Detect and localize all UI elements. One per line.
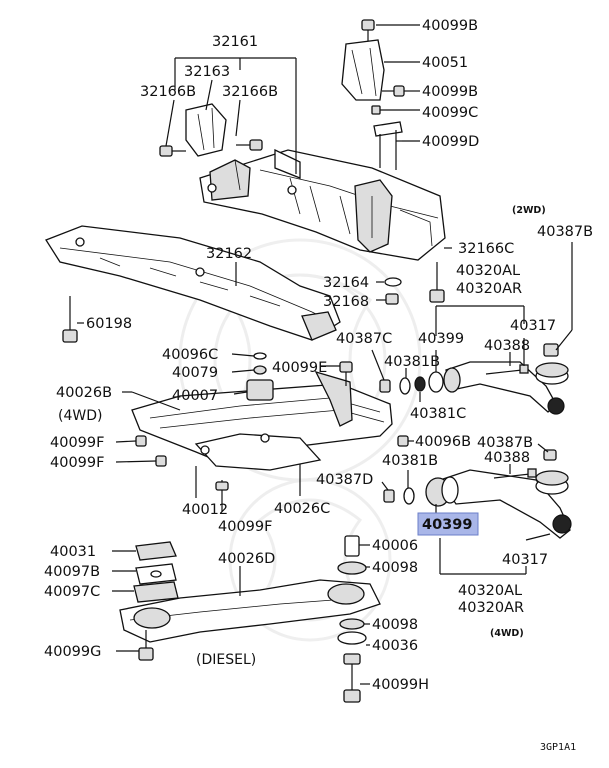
lower-arm-40317-bottom-drawing: [425, 449, 572, 539]
part-labels: 32161 32163 32166B 32166B 40099B 40051 4…: [44, 18, 593, 753]
hardware-40387D-40381B-drawing: [383, 435, 415, 505]
crossmember-40026-4wd-drawing: [131, 370, 393, 471]
label-40099E: 40099E: [272, 360, 327, 376]
bolt-32166B-drawing: [159, 139, 263, 157]
label-40096B: 40096B: [415, 434, 471, 450]
label-40387B-top: 40387B: [537, 224, 593, 240]
label-40320AR-top: 40320AR: [456, 281, 522, 297]
note-4wd-left: (4WD): [58, 408, 102, 424]
label-32161: 32161: [212, 34, 258, 50]
label-40099H: 40099H: [372, 677, 429, 693]
label-40387D: 40387D: [316, 472, 373, 488]
label-32162: 32162: [206, 246, 252, 262]
label-40317-top: 40317: [510, 318, 556, 334]
label-40320AR-bottom: 40320AR: [458, 600, 524, 616]
label-40079: 40079: [172, 365, 218, 381]
bolt-40099H-drawing: [343, 653, 361, 703]
mount-40007-drawing: [246, 352, 353, 401]
washer-32164-drawing: [384, 277, 402, 287]
label-40097C: 40097C: [44, 584, 100, 600]
note-diesel: (DIESEL): [196, 652, 256, 668]
label-40099B-top: 40099B: [422, 18, 478, 34]
label-40381C: 40381C: [410, 406, 466, 422]
mount-40051-drawing: [341, 19, 405, 170]
bolts-40099F-drawing: [135, 435, 229, 498]
label-40097B: 40097B: [44, 564, 100, 580]
label-32166B-right: 32166B: [222, 84, 278, 100]
label-40320AL-bottom: 40320AL: [458, 583, 522, 599]
crossmember-32161-drawing: [199, 148, 446, 261]
label-40388-mid: 40388: [484, 450, 530, 466]
skid-plate-32162-drawing: [45, 225, 341, 341]
label-40099C: 40099C: [422, 105, 478, 121]
label-32168: 32168: [323, 294, 369, 310]
bolt-32166C-drawing: [429, 262, 445, 303]
upper-arm-40317-top-drawing: [443, 343, 569, 415]
label-40098-b: 40098: [372, 617, 418, 633]
label-32166C: 32166C: [458, 241, 514, 257]
label-40036: 40036: [372, 638, 418, 654]
bolt-60198-drawing: [62, 296, 78, 343]
label-32164: 32164: [323, 275, 369, 291]
label-32166B-left: 32166B: [140, 84, 196, 100]
label-40320AL-top: 40320AL: [456, 263, 520, 279]
label-40026D: 40026D: [218, 551, 275, 567]
insulator-40098-drawing: [337, 561, 367, 645]
label-32163: 32163: [184, 64, 230, 80]
bracket-32163-drawing: [185, 103, 227, 157]
bolt-40099G-drawing: [138, 630, 154, 661]
label-40031: 40031: [50, 544, 96, 560]
label-40387B-mid: 40387B: [477, 435, 533, 451]
label-40099B-second: 40099B: [422, 84, 478, 100]
nut-32168-drawing: [385, 293, 399, 305]
label-40099F-3: 40099F: [218, 519, 272, 535]
note-4wd-right: (4WD): [490, 628, 524, 639]
leader-lines: [77, 24, 573, 685]
label-40099D: 40099D: [422, 134, 479, 150]
label-40099G: 40099G: [44, 644, 101, 660]
label-40399-highlighted: 40399: [422, 517, 472, 533]
hardware-40387C-40381-drawing: [379, 371, 444, 395]
label-40006: 40006: [372, 538, 418, 554]
label-40388-top: 40388: [484, 338, 530, 354]
label-40387C-top: 40387C: [336, 331, 392, 347]
highlight-box-40399: [417, 512, 479, 536]
label-40381B-top: 40381B: [384, 354, 440, 370]
label-40099F-2: 40099F: [50, 455, 104, 471]
spacer-40006-drawing: [344, 535, 360, 557]
footer-code: 3GP1A1: [540, 742, 576, 753]
mounts-40031-40097-drawing: [133, 541, 179, 603]
label-40026C: 40026C: [274, 501, 330, 517]
label-40007: 40007: [172, 388, 218, 404]
label-40012: 40012: [182, 502, 228, 518]
label-40026B: 40026B: [56, 385, 112, 401]
note-2wd: (2WD): [512, 205, 546, 216]
label-40317-bottom: 40317: [502, 552, 548, 568]
label-40051: 40051: [422, 55, 468, 71]
label-40099F-1: 40099F: [50, 435, 104, 451]
label-40098-a: 40098: [372, 560, 418, 576]
label-40096C: 40096C: [162, 347, 218, 363]
label-60198: 60198: [86, 316, 132, 332]
label-40381B-mid: 40381B: [382, 453, 438, 469]
label-40399-top: 40399: [418, 331, 464, 347]
